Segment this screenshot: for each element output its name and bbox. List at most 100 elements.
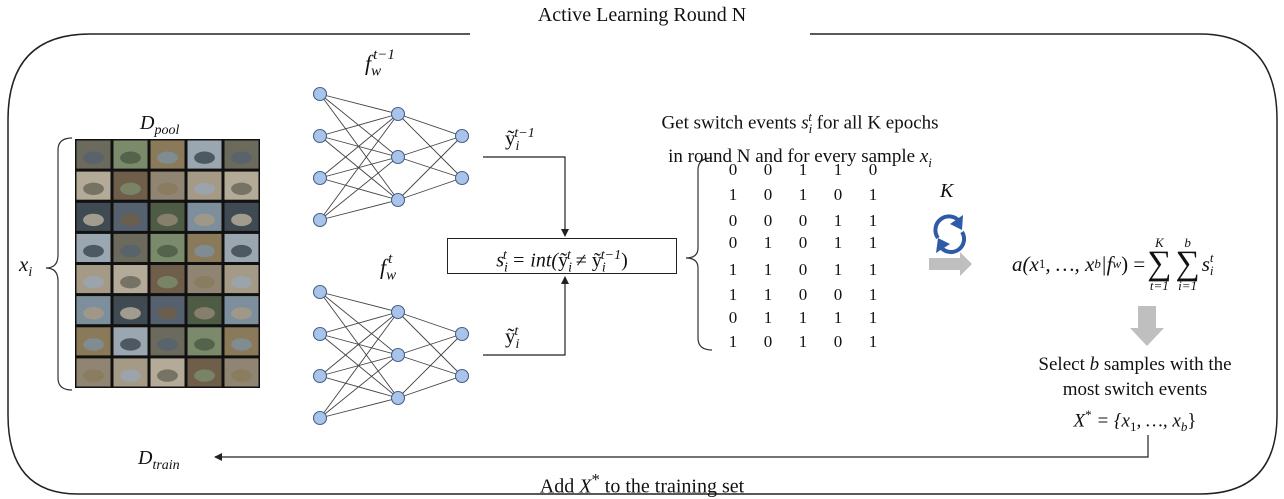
- matrix-cell: 0: [798, 285, 808, 304]
- network-node: [390, 106, 406, 122]
- network-edge: [319, 311, 399, 335]
- network-edge: [397, 135, 463, 158]
- matrix-cell: 1: [833, 308, 843, 327]
- thumbnail-subject: [83, 307, 104, 320]
- round-frame: [7, 33, 1278, 495]
- network-edge: [319, 291, 399, 356]
- train-label: Dtrain: [138, 447, 180, 473]
- network-node: [312, 212, 328, 228]
- image-grid: [75, 139, 260, 388]
- network-edge: [397, 311, 463, 335]
- thumbnail-subject: [194, 307, 215, 320]
- matrix-cell: 0: [763, 185, 773, 204]
- thumbnail-subject: [120, 244, 141, 258]
- matrix-cell: 1: [868, 308, 878, 327]
- thumbnail-subject: [157, 276, 178, 289]
- matrix-cell: 1: [833, 211, 843, 230]
- thumbnail-subject: [157, 369, 178, 382]
- selection-caption: Select b samples with the most switch ev…: [1038, 354, 1232, 435]
- matrix-cell: 1: [868, 285, 878, 304]
- network-edge: [319, 156, 399, 221]
- thumbnail-subject: [194, 151, 215, 164]
- network-edge: [397, 333, 463, 356]
- diagram-title: Active Learning Round N: [537, 4, 747, 26]
- matrix-cell: 0: [868, 160, 878, 179]
- network-edge: [319, 397, 399, 419]
- thumbnail-subject: [231, 151, 252, 164]
- input-brace: [45, 137, 73, 391]
- gray-arrow-right: [929, 252, 972, 276]
- matrix-cell: 1: [763, 308, 773, 327]
- arrow-pred-curr: [483, 276, 569, 356]
- network-node: [312, 284, 328, 300]
- thumbnail-subject: [157, 213, 178, 227]
- input-label: xi: [19, 252, 33, 281]
- thumbnail-subject: [120, 369, 141, 382]
- arrow-pred-prev: [483, 156, 569, 237]
- network-node: [454, 326, 470, 342]
- thumbnail-subject: [231, 213, 252, 227]
- network-edge: [319, 93, 399, 158]
- thumbnail-subject: [194, 213, 215, 227]
- matrix-cell: 1: [798, 185, 808, 204]
- model-curr-label: fwt: [380, 251, 397, 284]
- network-node: [312, 368, 328, 384]
- network-edge: [319, 93, 399, 115]
- matrix-cell: 1: [798, 332, 808, 351]
- network-node: [454, 128, 470, 144]
- matrix-cell: 0: [763, 160, 773, 179]
- thumbnail-subject: [157, 151, 178, 164]
- matrix-brace: [685, 157, 713, 351]
- switch-formula: sit = int(ỹit ≠ ỹit−1): [447, 238, 677, 276]
- thumbnail-subject: [83, 369, 104, 382]
- network-edge: [319, 135, 399, 201]
- matrix-cell: 0: [833, 185, 843, 204]
- thumbnail-subject: [194, 182, 215, 195]
- network-edge: [319, 113, 399, 179]
- network-node: [454, 170, 470, 186]
- network-edge: [319, 113, 399, 137]
- network-node: [312, 326, 328, 342]
- network-edge: [319, 333, 399, 399]
- network-edge: [397, 311, 463, 377]
- matrix-cell: 1: [763, 233, 773, 252]
- matrix-cell: 0: [798, 211, 808, 230]
- thumbnail-subject: [83, 338, 104, 351]
- thumbnail-subject: [120, 307, 141, 320]
- network-node: [390, 390, 406, 406]
- thumbnail-subject: [120, 276, 141, 289]
- switch-events-caption: Get switch events sit for all K epochs i…: [661, 109, 939, 170]
- network-edge: [397, 333, 463, 399]
- pred-prev-label: ỹit−1: [505, 126, 535, 155]
- network-node: [312, 128, 328, 144]
- matrix-cell: 0: [728, 211, 738, 230]
- matrix-cell: 0: [798, 233, 808, 252]
- network-edge: [319, 199, 399, 221]
- arrow-to-train: [214, 435, 1149, 461]
- matrix-cell: 1: [868, 332, 878, 351]
- gray-arrow-down: [1130, 306, 1164, 346]
- thumbnail-subject: [194, 338, 215, 351]
- thumbnail-subject: [120, 338, 141, 351]
- thumbnail-subject: [83, 151, 104, 164]
- matrix-row: 0 1 1 1 1: [723, 308, 883, 328]
- matrix-cell: 1: [728, 260, 738, 279]
- thumbnail-subject: [83, 213, 104, 227]
- matrix-cell: 0: [763, 332, 773, 351]
- network-node: [312, 170, 328, 186]
- pred-curr-label: ỹit: [505, 324, 520, 353]
- matrix-cell: 1: [798, 308, 808, 327]
- network-node: [390, 347, 406, 363]
- thumbnail-subject: [231, 182, 252, 195]
- network-edge: [319, 311, 399, 419]
- network-edge: [319, 354, 399, 419]
- thumbnail-subject: [194, 276, 215, 289]
- thumbnail-subject: [83, 244, 104, 258]
- network-prev: [312, 86, 470, 228]
- matrix-cell: 0: [728, 308, 738, 327]
